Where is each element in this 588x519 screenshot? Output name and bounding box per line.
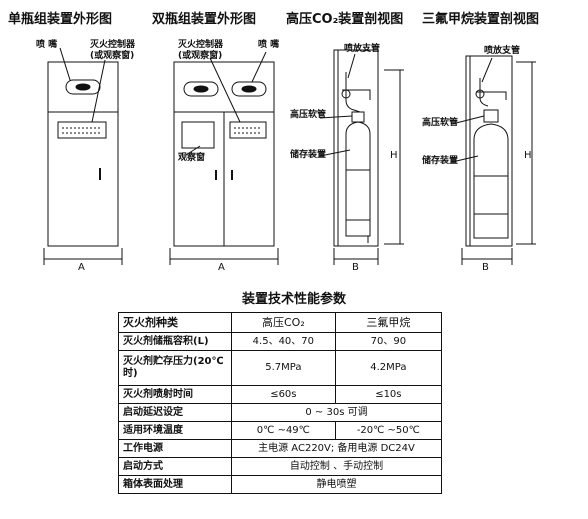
cell-co2: 5.7MPa [231, 350, 336, 386]
hose-label: 高压软管 [290, 110, 327, 120]
controller-alt-label: (或观察窗) [90, 51, 135, 61]
row-label: 灭火剂储瓶容积(L) [118, 332, 232, 351]
spec-table: 灭火剂种类 高压CO₂ 三氟甲烷 灭火剂储瓶容积(L) 4.5、40、70 70… [118, 312, 443, 494]
cf3-section-drawing [451, 55, 536, 265]
table-row: 箱体表面处理 静电喷塑 [118, 475, 442, 494]
caption-double-cabinet: 双瓶组装置外形图 [152, 12, 257, 27]
caption-co2-section: 高压CO₂装置剖视图 [286, 12, 404, 27]
table-title: 装置技术性能参数 [241, 292, 346, 307]
table-row: 灭火剂喷射时间 ≤60s ≤10s [118, 385, 443, 404]
table-row: 启动方式 自动控制 、手动控制 [118, 457, 442, 476]
row-label: 灭火剂喷射时间 [118, 385, 232, 404]
row-label: 启动方式 [118, 457, 232, 476]
storage-label: 储存装置 [290, 150, 327, 160]
dimension-h-label: H [390, 150, 398, 161]
cell-co2: 4.5、40、70 [231, 332, 336, 351]
header-cf3: 三氟甲烷 [334, 312, 443, 333]
cell-cf3: 70、90 [334, 332, 443, 351]
window-label: 观察窗 [178, 153, 206, 163]
controller-label: 灭火控制器 [178, 40, 224, 50]
cell-span: 主电源 AC220V; 备用电源 DC24V [231, 439, 442, 458]
caption-cf3-section: 三氟甲烷装置剖视图 [422, 12, 540, 27]
caption-single-cabinet: 单瓶组装置外形图 [8, 12, 113, 27]
cell-cf3: ≤10s [334, 385, 443, 404]
cell-span: 0 ~ 30s 可调 [231, 403, 442, 422]
pipe-label: 喷放支管 [484, 46, 521, 56]
single-cabinet-drawing [43, 47, 123, 265]
device-drawings [43, 47, 536, 265]
nozzle-label: 喷 嘴 [36, 40, 58, 50]
dimension-a-label: A [78, 262, 85, 273]
table-row: 启动延迟设定 0 ~ 30s 可调 [118, 403, 442, 422]
cell-span: 静电喷塑 [231, 475, 442, 494]
row-label: 灭火剂贮存压力(20℃时) [118, 350, 232, 386]
controller-label: 灭火控制器 [90, 40, 136, 50]
double-cabinet-drawing [169, 51, 279, 265]
row-label: 启动延迟设定 [118, 403, 232, 422]
pipe-label: 喷放支管 [344, 44, 381, 54]
row-label: 箱体表面处理 [118, 475, 232, 494]
co2-section-drawing [319, 49, 404, 265]
table-header-row: 灭火剂种类 高压CO₂ 三氟甲烷 [118, 312, 443, 333]
dimension-b-label: B [352, 262, 359, 273]
cell-span: 自动控制 、手动控制 [231, 457, 442, 476]
dimension-b-label: B [482, 262, 489, 273]
row-label: 适用环境温度 [118, 421, 232, 440]
cell-co2: 0℃ ~49℃ [231, 421, 336, 440]
row-label: 工作电源 [118, 439, 232, 458]
table-row: 灭火剂储瓶容积(L) 4.5、40、70 70、90 [118, 332, 443, 351]
dimension-h-label: H [524, 150, 532, 161]
controller-alt-label: (或观察窗) [178, 51, 223, 61]
table-row: 适用环境温度 0℃ ~49℃ -20℃ ~50℃ [118, 421, 443, 440]
dimension-a-label: A [218, 262, 225, 273]
header-agent: 灭火剂种类 [118, 312, 232, 333]
hose-label: 高压软管 [422, 118, 459, 128]
header-co2: 高压CO₂ [231, 312, 336, 333]
table-row: 工作电源 主电源 AC220V; 备用电源 DC24V [118, 439, 442, 458]
cell-cf3: 4.2MPa [334, 350, 443, 386]
table-row: 灭火剂贮存压力(20℃时) 5.7MPa 4.2MPa [118, 350, 443, 386]
nozzle-label: 喷 嘴 [258, 40, 280, 50]
cell-co2: ≤60s [231, 385, 336, 404]
storage-label: 储存装置 [422, 156, 459, 166]
cell-cf3: -20℃ ~50℃ [334, 421, 443, 440]
